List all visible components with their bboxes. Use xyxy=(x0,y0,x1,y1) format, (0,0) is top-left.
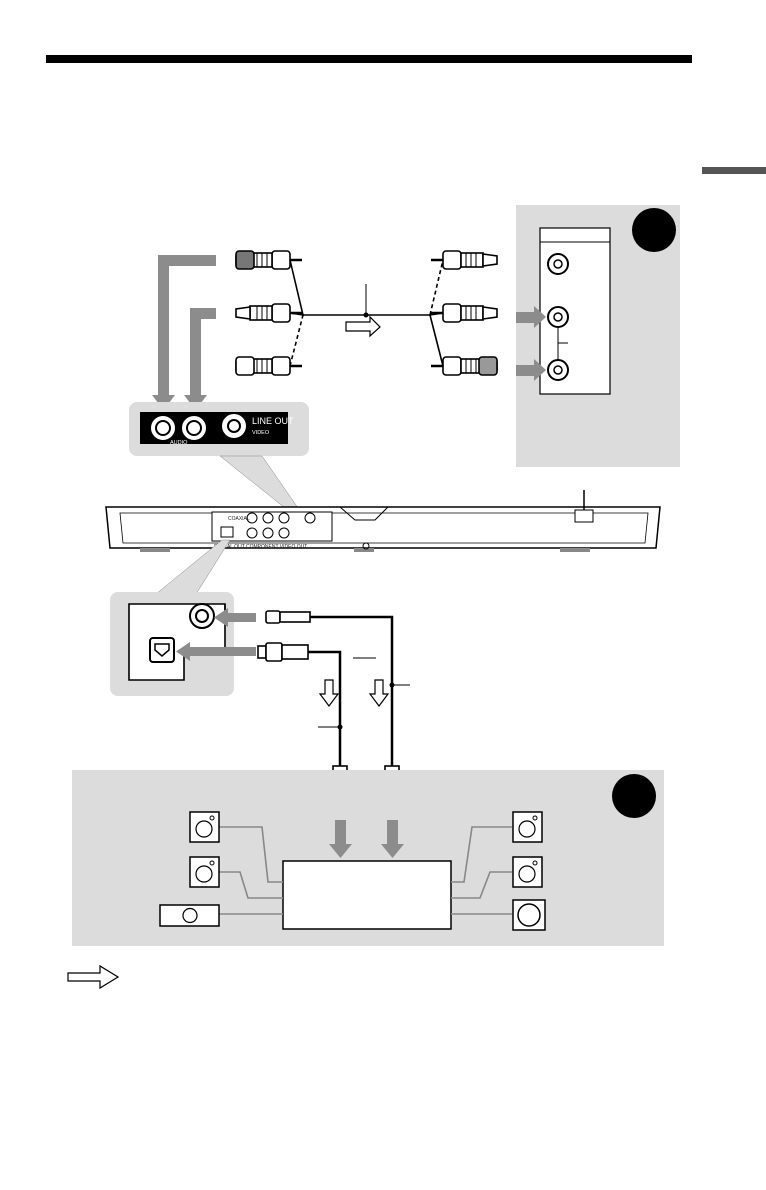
signal-flow-arrow-coax xyxy=(368,679,390,707)
coaxial-label: COAXIAL xyxy=(228,516,250,522)
zoom-connector-top xyxy=(219,455,299,509)
arrows-to-digital xyxy=(176,608,256,661)
component-video-out-label: COMPONENT VIDEO OUT xyxy=(246,544,307,550)
chapter-tab xyxy=(702,167,766,174)
video-label: VIDEO xyxy=(252,430,270,436)
signal-flow-arrow-cable xyxy=(345,315,381,338)
amplifier-box xyxy=(282,860,452,930)
arrows-to-amplifier xyxy=(329,820,404,858)
step-badge-b xyxy=(612,774,656,818)
digital-out-label: DIGITAL OUT xyxy=(214,544,245,550)
section-rule xyxy=(46,55,692,63)
arrows-to-tv xyxy=(516,306,546,381)
line-out-label: LINE OUT xyxy=(252,416,294,426)
dvd-player: COAXIAL DIGITAL OUT COMPONENT VIDEO OUT xyxy=(105,490,661,552)
digital-out-zoom xyxy=(110,592,234,696)
speaker-rear-right xyxy=(512,856,543,888)
signal-flow-arrow-optical xyxy=(318,679,340,707)
av-cable xyxy=(289,259,444,367)
speaker-subwoofer xyxy=(512,899,546,931)
legend-signal-flow-arrow xyxy=(67,964,120,990)
audio-label: AUDIO xyxy=(170,440,188,446)
line-out-zoom: LINE OUT VIDEO AUDIO xyxy=(129,402,309,456)
tv-jack-panel xyxy=(539,227,611,395)
arrows-to-player xyxy=(152,255,216,410)
step-badge-a xyxy=(632,208,676,252)
speaker-wires xyxy=(219,826,512,915)
speaker-rear-left xyxy=(189,856,220,888)
speaker-front-left xyxy=(189,811,220,843)
speaker-center xyxy=(159,904,220,927)
speaker-front-right xyxy=(512,811,543,843)
